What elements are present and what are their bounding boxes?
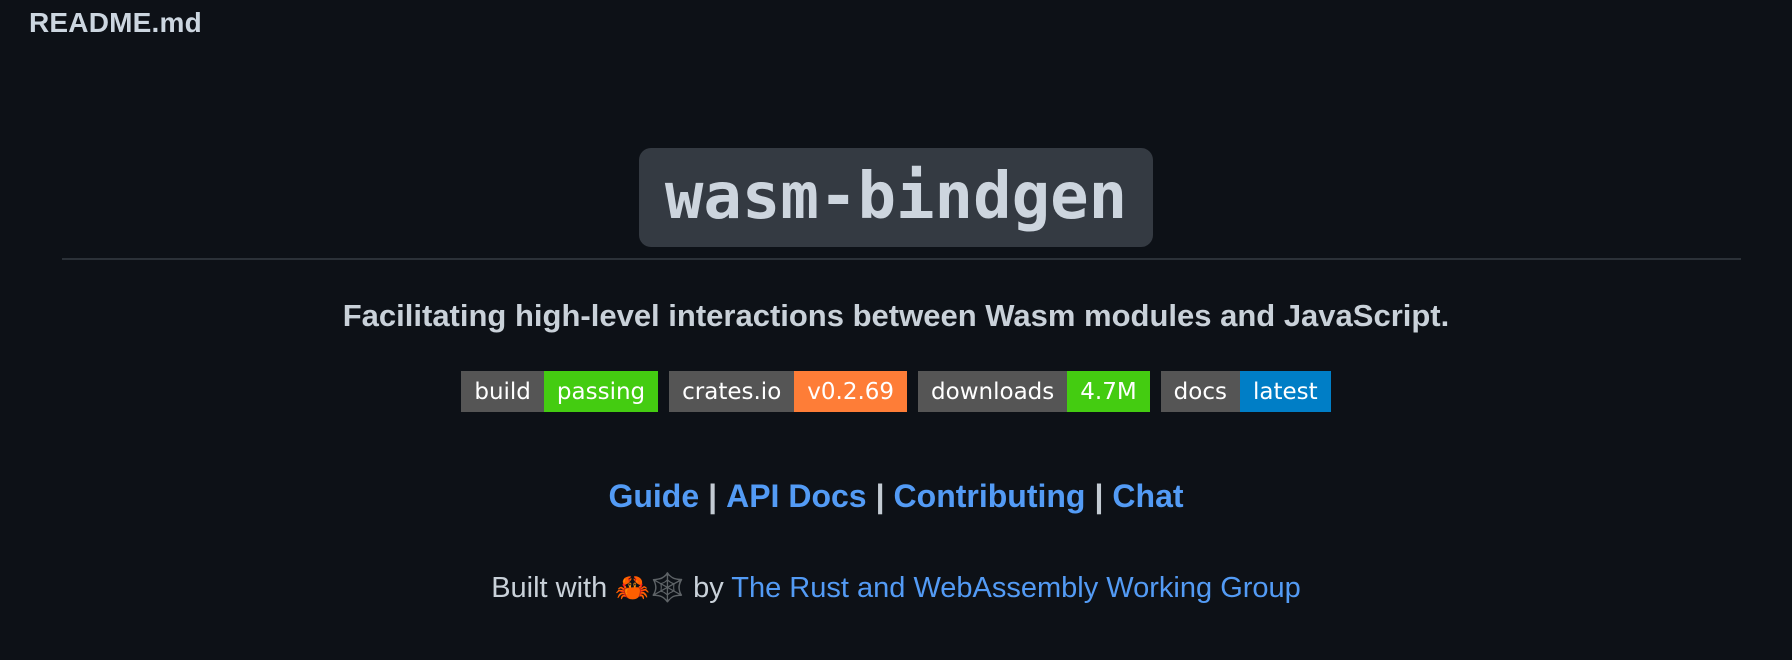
crates-io-badge[interactable]: crates.io v0.2.69 (669, 371, 908, 412)
badge-value: passing (543, 371, 659, 412)
downloads-badge[interactable]: downloads 4.7M (918, 371, 1150, 412)
badges-row: build passing crates.io v0.2.69 download… (0, 371, 1792, 412)
badge-value: v0.2.69 (794, 371, 908, 412)
project-title: wasm-bindgen (638, 148, 1154, 247)
badge-label: build (461, 371, 544, 412)
footer-prefix: Built with (491, 572, 608, 604)
badge-label: crates.io (669, 371, 795, 412)
guide-link[interactable]: Guide (608, 478, 700, 514)
working-group-link[interactable]: The Rust and WebAssembly Working Group (731, 572, 1301, 604)
badge-value: 4.7M (1067, 371, 1150, 412)
docs-badge[interactable]: docs latest (1160, 371, 1331, 412)
title-row: wasm-bindgen (0, 148, 1792, 247)
badge-value: latest (1239, 371, 1331, 412)
build-status-badge[interactable]: build passing (461, 371, 659, 412)
contributing-link[interactable]: Contributing (893, 478, 1086, 514)
footer-row: Built with 🦀🕸️ by The Rust and WebAssemb… (0, 568, 1792, 608)
crab-web-emoji: 🦀🕸️ (615, 572, 686, 603)
link-separator: | (875, 478, 885, 514)
readme-filename: README.md (29, 7, 202, 38)
nav-links-row: Guide|API Docs|Contributing|Chat (0, 474, 1792, 518)
divider (62, 258, 1741, 260)
badge-label: docs (1160, 371, 1240, 412)
link-separator: | (1094, 478, 1104, 514)
footer-connector: by (693, 572, 724, 604)
chat-link[interactable]: Chat (1112, 478, 1184, 514)
api-docs-link[interactable]: API Docs (726, 478, 867, 514)
badge-label: downloads (918, 371, 1068, 412)
link-separator: | (708, 478, 718, 514)
project-tagline: Facilitating high-level interactions bet… (342, 298, 1450, 333)
